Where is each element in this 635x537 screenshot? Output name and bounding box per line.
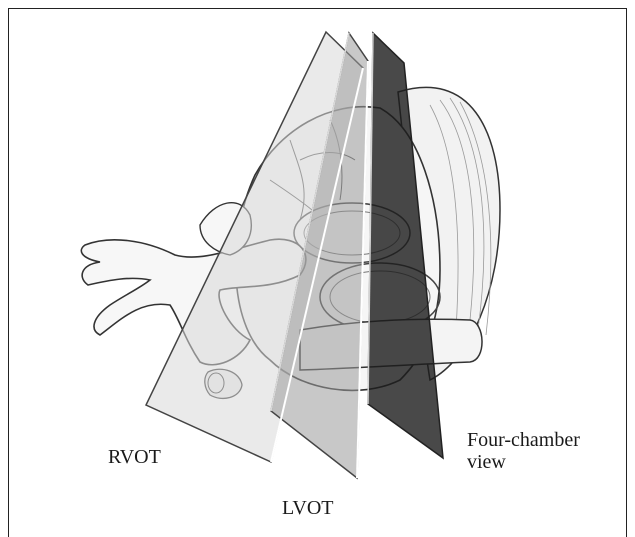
label-rvot: RVOT [108,446,161,468]
label-four-chamber-view: Four-chamber view [467,429,580,473]
label-lvot: LVOT [282,497,333,519]
